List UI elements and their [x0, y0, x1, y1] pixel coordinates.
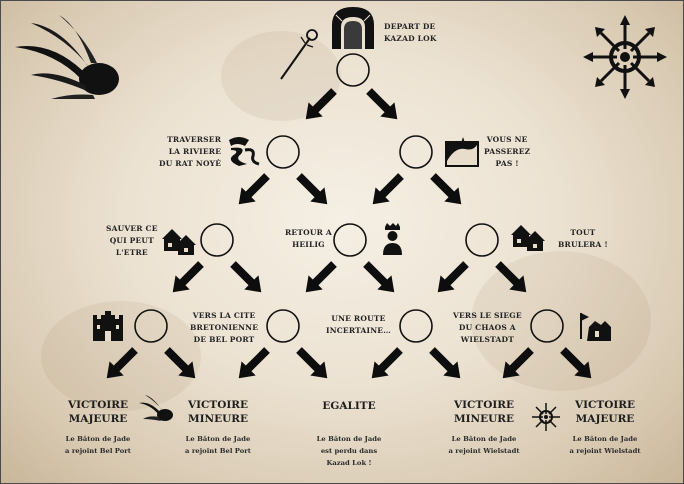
node-start: [336, 53, 370, 87]
outcome-title: EGALITE: [322, 400, 376, 412]
arrow: [238, 347, 270, 379]
king-icon: [383, 223, 402, 255]
node-road: [399, 309, 433, 343]
node-bretonnian-label: VERS LA CITE BRETONIENNE DE BEL PORT: [190, 311, 259, 344]
staff-icon: [280, 29, 318, 80]
arrow: [372, 173, 404, 205]
arrow: [172, 261, 204, 293]
node-return-label: RETOUR A HEILIG: [285, 228, 332, 249]
arrow: [164, 347, 196, 379]
gate-icon: [332, 7, 374, 49]
arrow: [437, 261, 469, 293]
arrow: [106, 347, 138, 379]
hill-icon: [445, 137, 479, 167]
arrow: [502, 347, 534, 379]
outcome-title: VICTOIRE MINEURE: [453, 399, 515, 425]
arrow: [366, 88, 398, 120]
node-siege: [530, 309, 564, 343]
arrow: [495, 261, 527, 293]
outcome-description: Le Bâton de Jade a rejoint Bel Port: [65, 435, 131, 455]
node-return: [333, 223, 367, 257]
arrow: [429, 347, 461, 379]
node-save-label: SAUVER CE QUI PEUT L'ETRE: [106, 224, 158, 257]
arrow: [430, 173, 462, 205]
outcome-description: Le Bâton de Jade est perdu dans Kazad Lo…: [316, 435, 382, 467]
node-burn-label: TOUT BRULERA !: [558, 228, 608, 249]
comet-icon: [139, 395, 173, 421]
node-river-label: TRAVERSER LA RIVIERE DU RAT NOYÉ: [159, 135, 222, 168]
outcome-description: Le Bâton de Jade a rejoint Wielstadt: [569, 435, 641, 455]
chaos-star-icon: [532, 403, 560, 431]
village-icon: [511, 225, 545, 251]
comet-icon: [15, 15, 119, 99]
node-bretonnian: [134, 309, 168, 343]
node-save: [200, 223, 234, 257]
arrow: [296, 347, 328, 379]
node-middle-left: [266, 309, 300, 343]
node-river: [266, 135, 300, 169]
arrow: [560, 347, 592, 379]
arrow: [296, 173, 328, 205]
outcome-description: Le Bâton de Jade a rejoint Wielstadt: [448, 435, 520, 455]
arrow: [238, 173, 270, 205]
node-pass: [399, 135, 433, 169]
node-siege-label: VERS LE SIEGE DU CHAOS A WIELSTADT: [453, 311, 522, 344]
outcome-title: VICTOIRE MINEURE: [187, 399, 249, 425]
node-road-label: UNE ROUTE INCERTAINE…: [326, 314, 391, 335]
arrow: [305, 261, 337, 293]
arrow: [230, 261, 262, 293]
chaos-star-icon: [583, 15, 667, 99]
arrow: [363, 261, 395, 293]
village-icon: [162, 229, 196, 255]
castle-icon: [93, 311, 123, 341]
start-label: DEPART DE KAZAD LOK: [384, 22, 437, 43]
node-pass-label: VOUS NE PASSEREZ PAS !: [484, 135, 531, 168]
node-burn: [465, 223, 499, 257]
outcome-title: VICTOIRE MAJEURE: [67, 399, 129, 425]
arrow: [371, 347, 403, 379]
outcome-description: Le Bâton de Jade a rejoint Bel Port: [185, 435, 251, 455]
arrow: [305, 88, 337, 120]
siege-icon: [580, 313, 611, 341]
river-icon: [229, 137, 260, 166]
outcome-title: VICTOIRE MAJEURE: [574, 399, 636, 425]
